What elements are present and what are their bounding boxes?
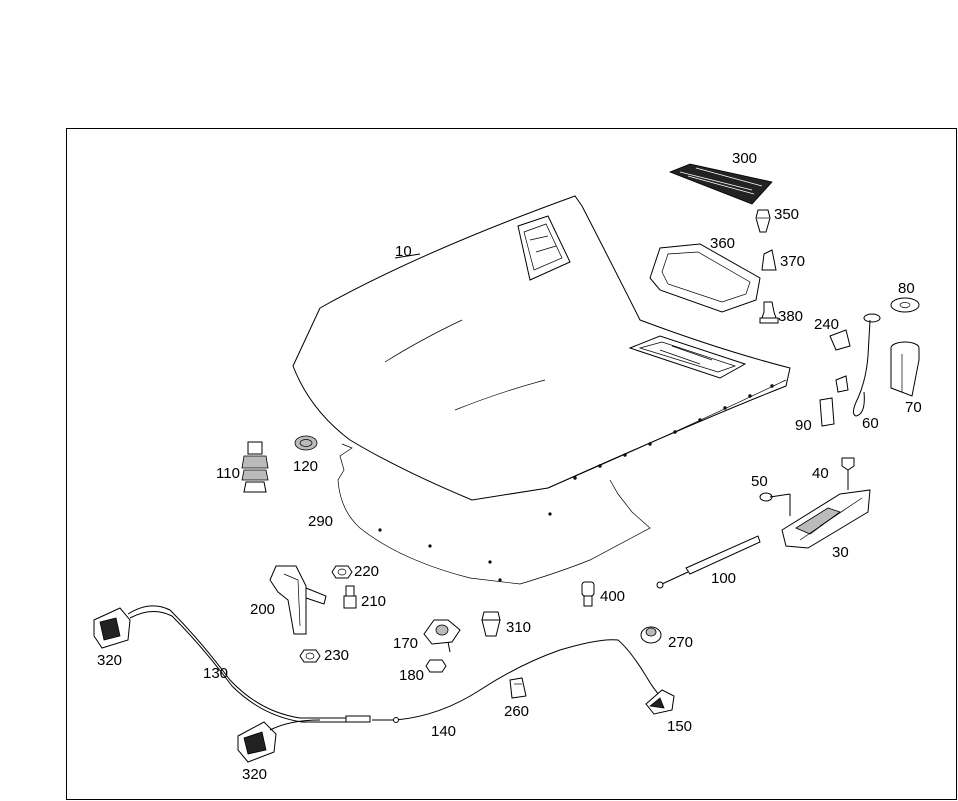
label-180: 180 bbox=[399, 667, 424, 684]
vent-frame-part-360[interactable] bbox=[649, 243, 761, 313]
cable-part-130[interactable] bbox=[127, 605, 371, 731]
label-30: 30 bbox=[832, 544, 849, 561]
label-350: 350 bbox=[774, 206, 799, 223]
label-220: 220 bbox=[354, 563, 379, 580]
mount-part-170[interactable] bbox=[423, 619, 461, 653]
insulation-mat-290[interactable] bbox=[337, 443, 651, 585]
clip-part-260[interactable] bbox=[509, 677, 527, 699]
label-90: 90 bbox=[795, 417, 812, 434]
label-240: 240 bbox=[814, 316, 839, 333]
label-310: 310 bbox=[506, 619, 531, 636]
label-130: 130 bbox=[203, 665, 228, 682]
label-120: 120 bbox=[293, 458, 318, 475]
label-40: 40 bbox=[812, 465, 829, 482]
label-80: 80 bbox=[898, 280, 915, 297]
label-400: 400 bbox=[600, 588, 625, 605]
grommet-part-120[interactable] bbox=[294, 435, 318, 451]
hinge-part-30[interactable] bbox=[781, 489, 871, 549]
label-150: 150 bbox=[667, 718, 692, 735]
cable-part-140[interactable] bbox=[372, 639, 663, 723]
screw-part-380[interactable] bbox=[759, 301, 779, 324]
label-200: 200 bbox=[250, 601, 275, 618]
label-60: 60 bbox=[862, 415, 879, 432]
release-handle-part-150[interactable] bbox=[645, 689, 675, 715]
washer-part-80[interactable] bbox=[890, 297, 920, 313]
label-320-lower: 320 bbox=[242, 766, 267, 783]
label-290: 290 bbox=[308, 513, 333, 530]
hood-part-10[interactable] bbox=[292, 195, 791, 501]
grommet-part-270[interactable] bbox=[640, 626, 662, 644]
label-170: 170 bbox=[393, 635, 418, 652]
bumper-stop-part-110[interactable] bbox=[241, 441, 269, 493]
label-50: 50 bbox=[751, 473, 768, 490]
nut-part-180[interactable] bbox=[425, 659, 447, 673]
label-70: 70 bbox=[905, 399, 922, 416]
gas-strut-part-100[interactable] bbox=[656, 535, 761, 589]
pin-part-210[interactable] bbox=[343, 585, 357, 609]
connector-part-90[interactable] bbox=[819, 397, 835, 427]
label-380: 380 bbox=[778, 308, 803, 325]
grille-part-300[interactable] bbox=[668, 163, 773, 205]
reservoir-part-70[interactable] bbox=[890, 341, 920, 397]
label-260: 260 bbox=[504, 703, 529, 720]
nut-part-220[interactable] bbox=[331, 565, 353, 579]
label-300: 300 bbox=[732, 150, 757, 167]
label-360: 360 bbox=[710, 235, 735, 252]
bolt-part-50[interactable] bbox=[759, 492, 791, 516]
diagram-frame bbox=[66, 128, 957, 800]
bracket-part-240[interactable] bbox=[829, 329, 851, 351]
latch-part-320-lower[interactable] bbox=[237, 721, 277, 763]
sensor-cable-part-60[interactable] bbox=[835, 313, 881, 417]
label-100: 100 bbox=[711, 570, 736, 587]
rivet-nut-part-310[interactable] bbox=[481, 611, 501, 637]
screw-part-350[interactable] bbox=[755, 209, 771, 233]
latch-part-320-upper[interactable] bbox=[93, 607, 131, 649]
nut-part-230[interactable] bbox=[299, 649, 321, 663]
label-230: 230 bbox=[324, 647, 349, 664]
label-110: 110 bbox=[216, 465, 240, 482]
label-270: 270 bbox=[668, 634, 693, 651]
label-370: 370 bbox=[780, 253, 805, 270]
bolt-part-40[interactable] bbox=[841, 457, 855, 490]
label-320-upper: 320 bbox=[97, 652, 122, 669]
bracket-part-200[interactable] bbox=[269, 565, 327, 635]
clip-part-370[interactable] bbox=[761, 249, 777, 271]
label-140: 140 bbox=[431, 723, 456, 740]
label-210: 210 bbox=[361, 593, 386, 610]
label-10: 10 bbox=[395, 243, 412, 260]
bumper-part-400[interactable] bbox=[581, 581, 595, 607]
